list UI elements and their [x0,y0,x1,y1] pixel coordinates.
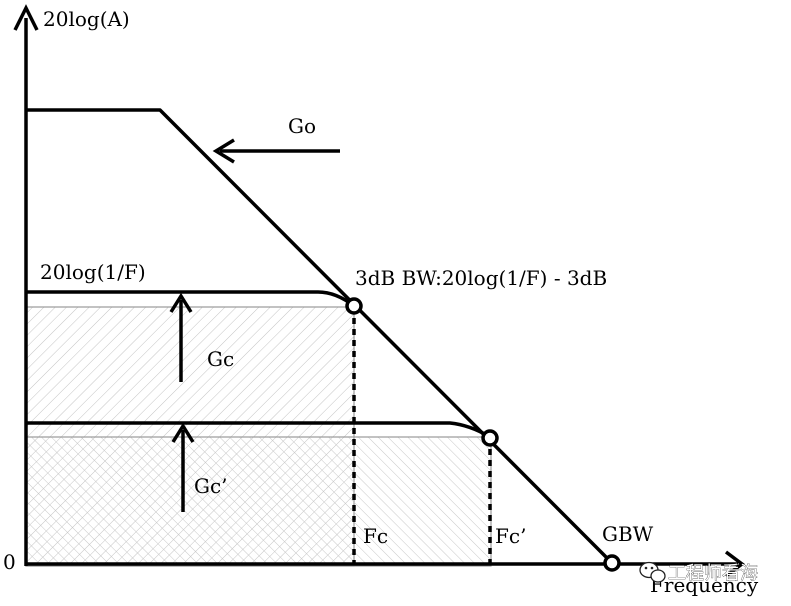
inv-f-label: 20log(1/F) [40,260,146,284]
gbw-label: GBW [602,522,654,546]
gc-prime-arrow-icon [171,422,195,512]
gc-arrow-icon [169,292,193,382]
fc-prime-label: Fc’ [495,524,526,548]
fc-prime-3db-point [481,429,499,447]
wechat-icon [639,561,666,583]
go-label: Go [288,114,316,138]
watermark-text: 工程师看海 [668,563,758,584]
gc-label: Gc [207,347,234,371]
gbw-point [603,554,621,572]
closed-loop-gain-curve [26,290,356,308]
fc-label: Fc [363,524,388,548]
open-loop-gain-curve [26,108,615,566]
gc-prime-hatched-region [25,436,492,567]
y-axis-arrow-icon [13,4,39,31]
bw-label: 3dB BW:20log(1/F) - 3dB [355,266,607,290]
fc-3db-point [345,297,363,315]
gc-prime-label: Gc’ [194,474,228,498]
x-axis-label: Frequency [650,573,759,597]
y-axis-label: 20log(A) [43,7,130,31]
go-arrow-icon [212,138,340,164]
x-axis-arrow-icon [724,550,745,578]
origin-label: 0 [3,550,16,574]
